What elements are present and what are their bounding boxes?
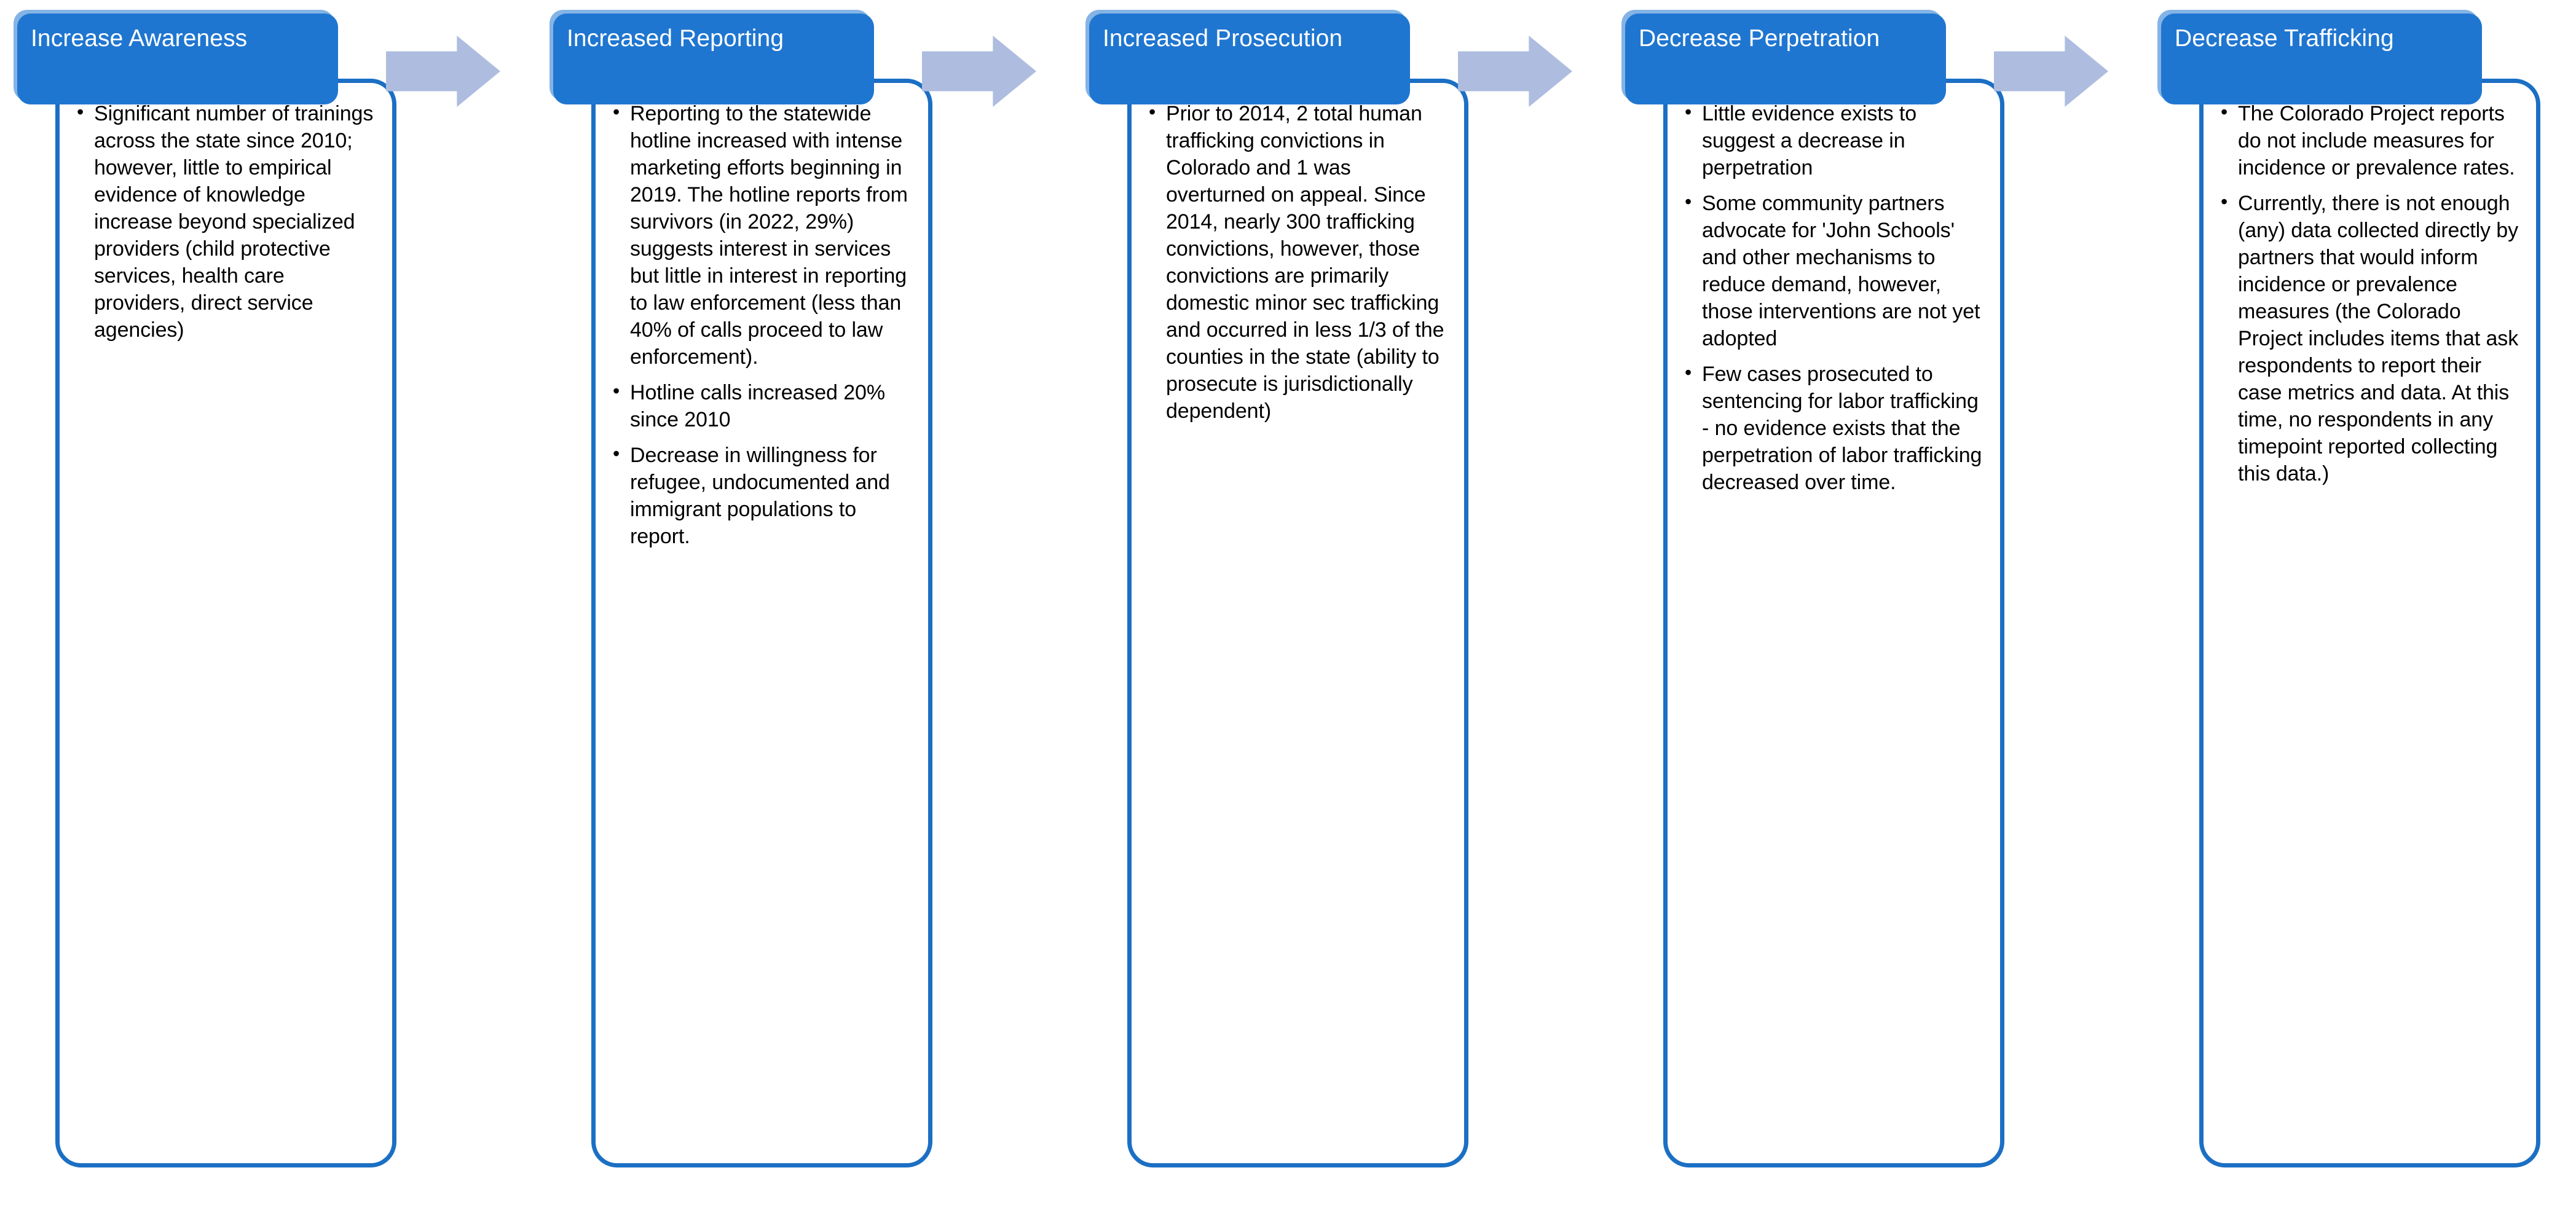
stage-header-4[interactable]: Decrease Perpetration: [1625, 14, 1946, 104]
stage-body-card-2: Reporting to the statewide hotline incre…: [591, 79, 932, 1167]
list-item: Significant number of trainings across t…: [76, 100, 376, 343]
stage-header-1[interactable]: Increase Awareness: [17, 14, 338, 104]
bullet-list-3: Prior to 2014, 2 total human trafficking…: [1148, 100, 1448, 425]
stage-decrease-perpetration: Little evidence exists to suggest a decr…: [1608, 0, 2093, 1232]
stage-increase-awareness: Significant number of trainings across t…: [0, 0, 486, 1232]
stage-title-4: Decrease Perpetration: [1639, 25, 1880, 52]
bullet-list-2: Reporting to the statewide hotline incre…: [612, 100, 912, 550]
stage-body-card-4: Little evidence exists to suggest a decr…: [1663, 79, 2004, 1167]
stage-header-5[interactable]: Decrease Trafficking: [2161, 14, 2482, 104]
bullet-list-1: Significant number of trainings across t…: [76, 100, 376, 343]
list-item: Reporting to the statewide hotline incre…: [612, 100, 912, 371]
stage-header-2[interactable]: Increased Reporting: [553, 14, 874, 104]
list-item: Hotline calls increased 20% since 2010: [612, 379, 912, 433]
list-item: Some community partners advocate for 'Jo…: [1684, 189, 1984, 352]
stage-title-5: Decrease Trafficking: [2175, 25, 2394, 52]
list-item: Prior to 2014, 2 total human trafficking…: [1148, 100, 1448, 425]
stage-title-3: Increased Prosecution: [1103, 25, 1343, 52]
stage-header-3[interactable]: Increased Prosecution: [1089, 14, 1410, 104]
bullet-list-4: Little evidence exists to suggest a decr…: [1684, 100, 1984, 496]
stage-decrease-trafficking: The Colorado Project reports do not incl…: [2144, 0, 2576, 1232]
list-item: Few cases prosecuted to sentencing for l…: [1684, 360, 1984, 496]
stage-increased-reporting: Reporting to the statewide hotline incre…: [536, 0, 1022, 1232]
stage-increased-prosecution: Prior to 2014, 2 total human trafficking…: [1072, 0, 1558, 1232]
stage-body-card-5: The Colorado Project reports do not incl…: [2199, 79, 2540, 1167]
list-item: The Colorado Project reports do not incl…: [2220, 100, 2520, 181]
stage-title-2: Increased Reporting: [567, 25, 784, 52]
stage-body-card-1: Significant number of trainings across t…: [55, 79, 396, 1167]
stage-body-card-3: Prior to 2014, 2 total human trafficking…: [1127, 79, 1468, 1167]
bullet-list-5: The Colorado Project reports do not incl…: [2220, 100, 2520, 487]
list-item: Little evidence exists to suggest a decr…: [1684, 100, 1984, 181]
stage-title-1: Increase Awareness: [31, 25, 248, 52]
list-item: Currently, there is not enough (any) dat…: [2220, 189, 2520, 487]
list-item: Decrease in willingness for refugee, und…: [612, 441, 912, 550]
